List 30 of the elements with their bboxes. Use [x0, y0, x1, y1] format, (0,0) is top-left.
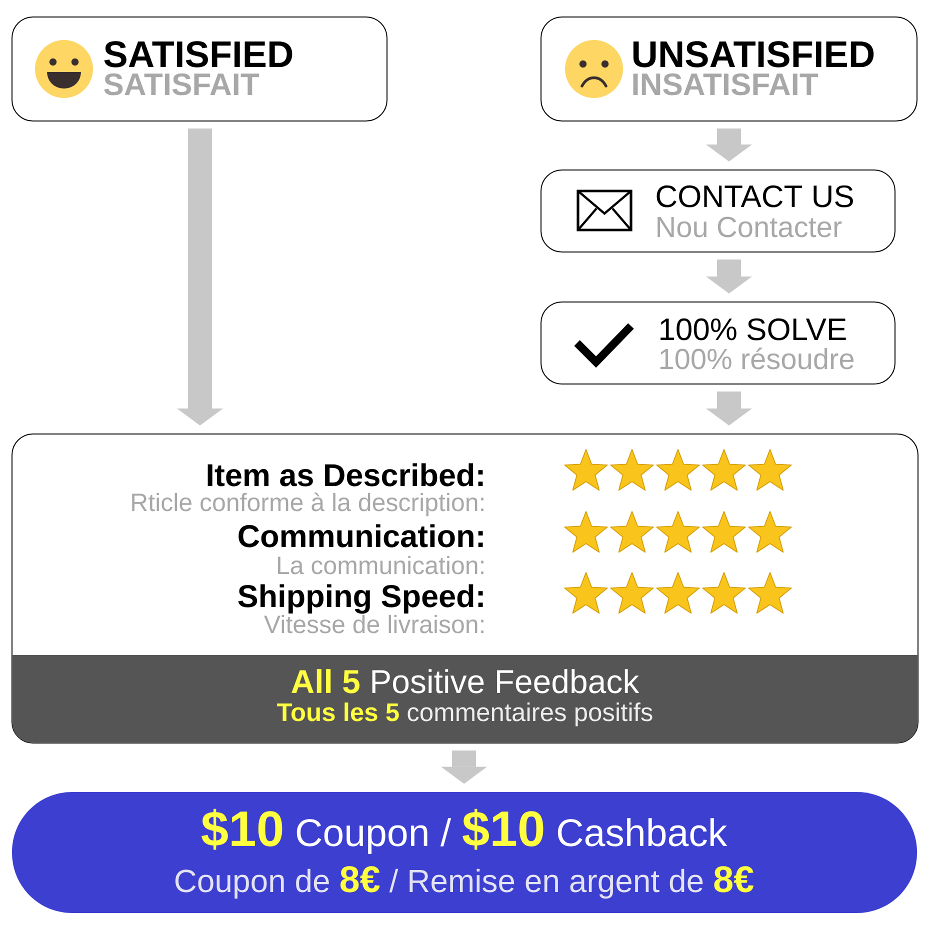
rating-panel	[12, 434, 918, 744]
step-box	[540, 302, 896, 384]
title-text: CONTACT US	[656, 185, 853, 208]
title-text: SATISFIED	[104, 41, 292, 68]
subtitle-text: 100% résoudre	[660, 348, 854, 370]
rating-translation: Rticle conforme à la description:	[132, 492, 484, 516]
reward-pill	[12, 792, 917, 913]
rating-translation: Vitesse de livraison:	[264, 614, 484, 634]
reward-translation: Coupon de 8€ / Remise en argent de 8€	[175, 866, 754, 899]
subtitle-text: Nou Contacter	[658, 216, 842, 238]
arrow	[177, 128, 223, 426]
reward-text: $10 Coupon / $10 Cashback	[201, 808, 728, 854]
rating-translation: La communication:	[278, 556, 484, 574]
subtitle-text: SATISFAIT	[104, 73, 260, 96]
status-box	[12, 16, 388, 122]
rating-label: Communication:	[238, 524, 483, 548]
feedback-text: All 5 Positive Feedback	[292, 669, 640, 694]
title-text: UNSATISFIED	[633, 41, 874, 68]
arrow	[706, 392, 752, 426]
rating-label: Shipping Speed:	[238, 584, 483, 614]
rating-label: Item as Described:	[208, 463, 483, 486]
status-box	[540, 16, 918, 122]
feedback-band	[12, 655, 918, 743]
subtitle-text: INSATISFAIT	[633, 73, 818, 96]
step-box	[540, 170, 896, 252]
arrow	[706, 128, 752, 162]
feedback-translation: Tous les 5 commentaires positifs	[277, 702, 652, 726]
title-text: 100% SOLVE	[660, 318, 846, 340]
arrow	[706, 260, 752, 294]
arrow	[441, 750, 487, 784]
